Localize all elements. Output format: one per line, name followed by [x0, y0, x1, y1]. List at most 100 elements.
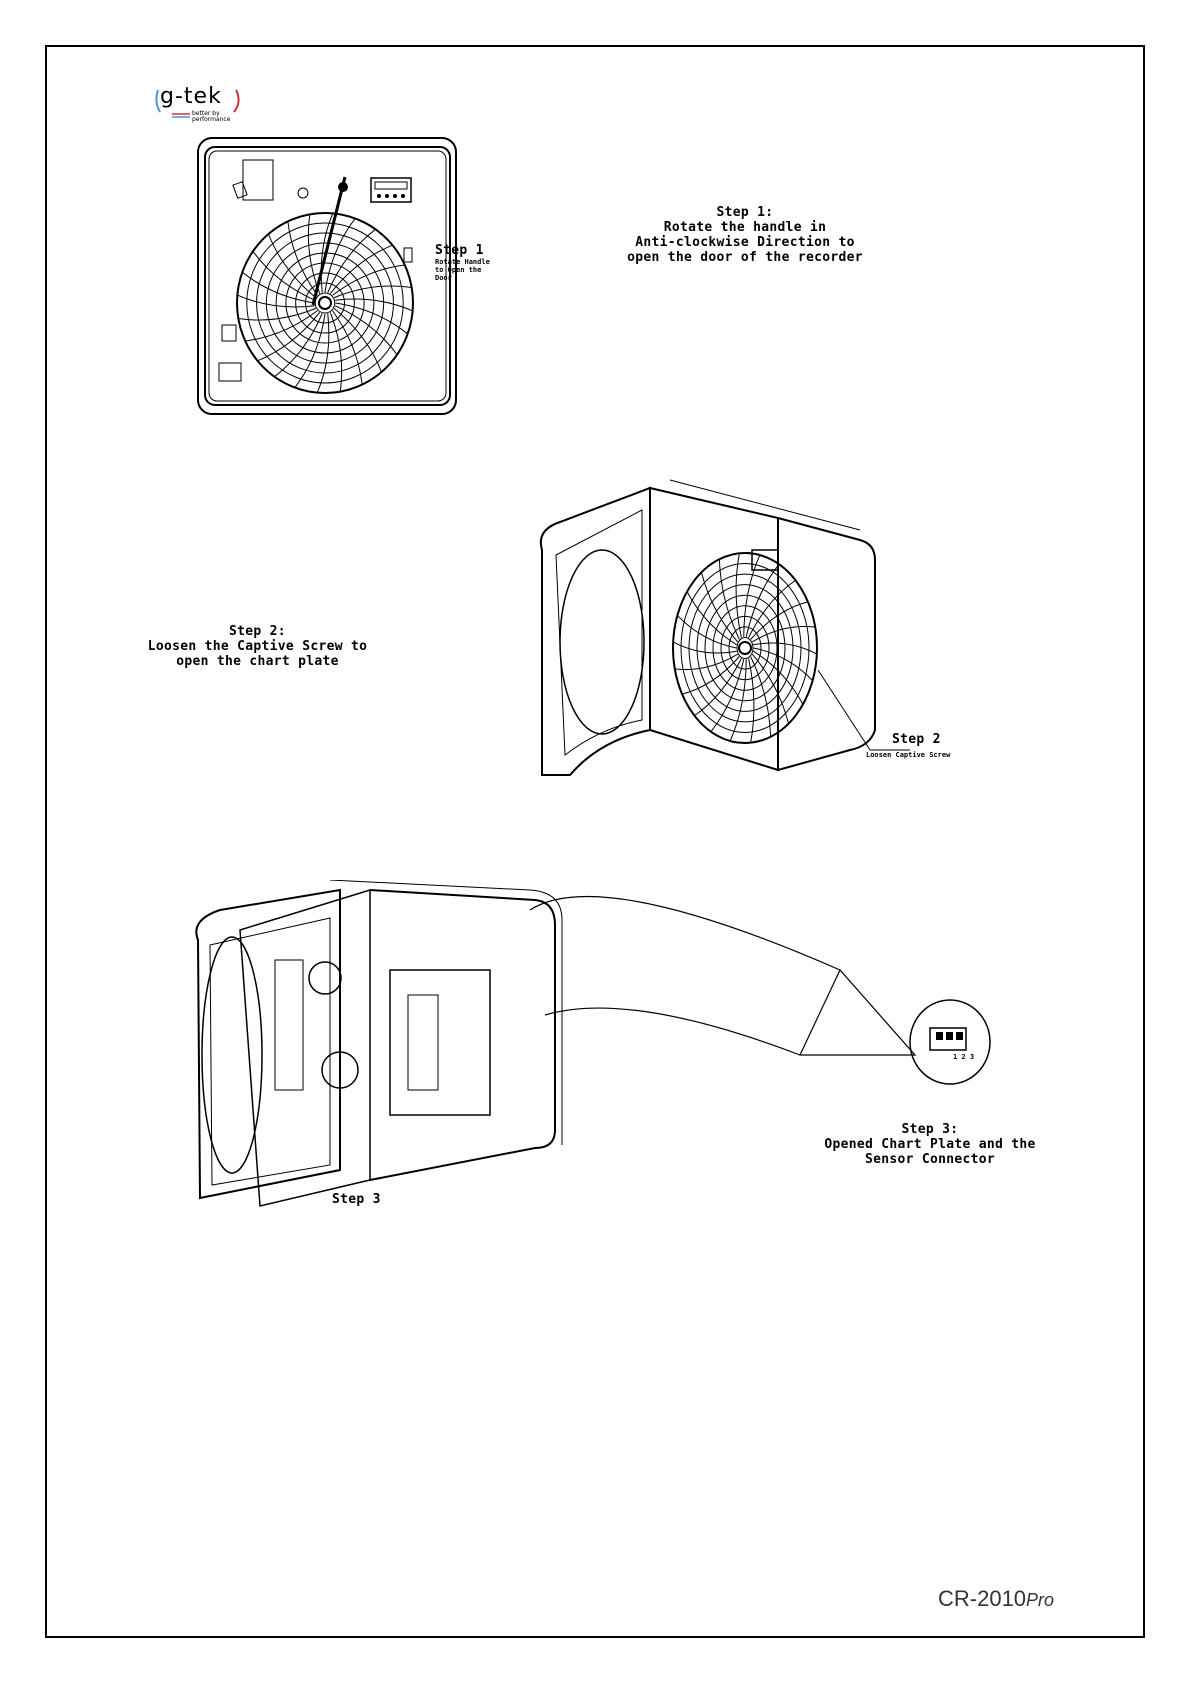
chart-spoke	[751, 653, 790, 724]
logo-tagline-1: better by	[192, 110, 220, 117]
chart-hub	[318, 296, 332, 310]
chart-ring	[236, 212, 414, 394]
chart-ring	[275, 252, 375, 354]
chart-spoke	[335, 298, 413, 312]
chart-ring	[704, 594, 786, 702]
step2-caption: Step 2: Loosen the Captive Screw to open…	[130, 624, 385, 669]
step1-callout-line-1: Rotate Handle	[435, 258, 490, 266]
step1-caption-line-3: Anti-clockwise Direction to	[635, 235, 855, 250]
chart-spoke	[672, 641, 737, 654]
chart-ring	[304, 282, 346, 324]
chart-spoke	[753, 642, 818, 655]
chart-spoke	[674, 653, 738, 671]
chart-ring	[696, 584, 794, 712]
step3-caption-line-2: Opened Chart Plate and the	[824, 1137, 1036, 1152]
chart-ring	[736, 636, 754, 660]
chart-ring	[246, 222, 404, 384]
chart-ring	[314, 292, 336, 314]
chart-spoke	[268, 233, 317, 298]
footer-model-suffix: Pro	[1026, 1590, 1055, 1610]
chart-spoke	[735, 553, 742, 638]
chart-ring	[672, 552, 818, 744]
step2-caption-line-1: Step 2:	[229, 624, 286, 639]
step1-callout-line-3: Door	[435, 274, 452, 282]
figure-chart-plate-open: 1 2 3 Step 3	[180, 880, 1060, 1220]
chart-spoke	[750, 656, 772, 737]
chart-spoke	[320, 213, 334, 293]
chart-spoke	[750, 601, 809, 640]
figure-recorder-door-open: Step 2 Loosen Captive Screw	[530, 470, 990, 810]
chart-spoke	[327, 228, 376, 293]
logo-text: g-tek	[160, 84, 222, 109]
step1-caption: Step 1: Rotate the handle in Anti-clockw…	[610, 205, 880, 265]
chart-spoke	[287, 221, 318, 296]
chart-spoke	[324, 218, 356, 293]
chart-spoke	[238, 307, 317, 321]
chart-spoke	[332, 310, 363, 385]
chart-spoke	[257, 312, 321, 362]
chart-spoke	[316, 313, 330, 393]
connector-pin-labels: 1 2 3	[953, 1053, 975, 1061]
chart-spoke	[333, 285, 412, 299]
step1-caption-line-4: open the door of the recorder	[627, 250, 863, 265]
chart-spoke	[332, 264, 405, 296]
footer-model: CR-2010	[938, 1586, 1027, 1611]
step2-caption-line-3: open the chart plate	[176, 654, 339, 669]
recorder-front-drawing	[197, 137, 457, 415]
chart-spoke	[237, 294, 315, 308]
chart-ring	[265, 242, 385, 364]
step2-callout-title: Step 2	[892, 732, 941, 747]
step3-caption-line-1: Step 3:	[901, 1122, 959, 1137]
chart-spoke	[245, 310, 318, 342]
chart-spoke	[753, 647, 813, 681]
chart-ring	[680, 563, 810, 733]
chart-plate-open-drawing	[195, 880, 991, 1207]
chart-spoke	[694, 658, 742, 717]
step2-caption-line-2: Loosen the Captive Screw to	[147, 639, 368, 654]
page-border	[45, 45, 1145, 1638]
chart-spoke	[333, 308, 382, 373]
step3-caption-line-3: Sensor Connector	[864, 1152, 996, 1167]
chart-spoke	[745, 563, 780, 637]
step1-callout-line-2: to Open the	[435, 266, 482, 274]
step2-callout-sub: Loosen Captive Screw	[866, 751, 951, 759]
chart-spoke	[294, 313, 326, 388]
chart-spoke	[252, 251, 316, 301]
step3-label: Step 3	[332, 1192, 381, 1207]
chart-spoke	[753, 650, 804, 705]
step1-caption-line-2: Rotate the handle in	[663, 220, 827, 235]
chart-spoke	[274, 313, 323, 378]
chart-spoke	[748, 658, 755, 743]
chart-spoke	[335, 302, 408, 335]
chart-ring	[295, 272, 355, 334]
brand-logo: g-tek better by performance	[150, 80, 250, 130]
footer-model-name: CR-2010Pro	[938, 1586, 1054, 1612]
chart-ring	[728, 626, 762, 670]
chart-spoke	[743, 554, 761, 637]
logo-swoosh-icon	[155, 89, 240, 118]
chart-spoke	[329, 244, 393, 294]
chart-spoke	[307, 214, 321, 294]
chart-ring	[285, 262, 365, 344]
chart-ring	[688, 573, 802, 723]
chart-ring	[712, 605, 778, 691]
chart-spoke	[334, 305, 398, 355]
step1-caption-line-1: Step 1:	[716, 205, 774, 220]
chart-spoke	[752, 625, 816, 643]
step1-callout-title: Step 1	[435, 243, 484, 258]
chart-spoke	[729, 659, 747, 742]
chart-spoke	[718, 559, 740, 640]
chart-spoke	[700, 572, 739, 643]
chart-spoke	[686, 591, 737, 646]
recorder-open-drawing	[539, 479, 910, 776]
step3-caption: Step 3: Opened Chart Plate and the Senso…	[820, 1122, 1040, 1167]
logo-tagline-2: performance	[192, 116, 231, 123]
chart-spoke	[242, 271, 315, 304]
chart-spoke	[329, 312, 343, 392]
chart-hub	[738, 641, 752, 655]
figure-recorder-front: Step 1 Rotate Handle to Open the Door	[195, 135, 490, 417]
chart-spoke	[710, 659, 745, 733]
chart-spoke	[677, 615, 737, 649]
chart-spoke	[681, 656, 740, 695]
chart-spoke	[748, 579, 796, 638]
